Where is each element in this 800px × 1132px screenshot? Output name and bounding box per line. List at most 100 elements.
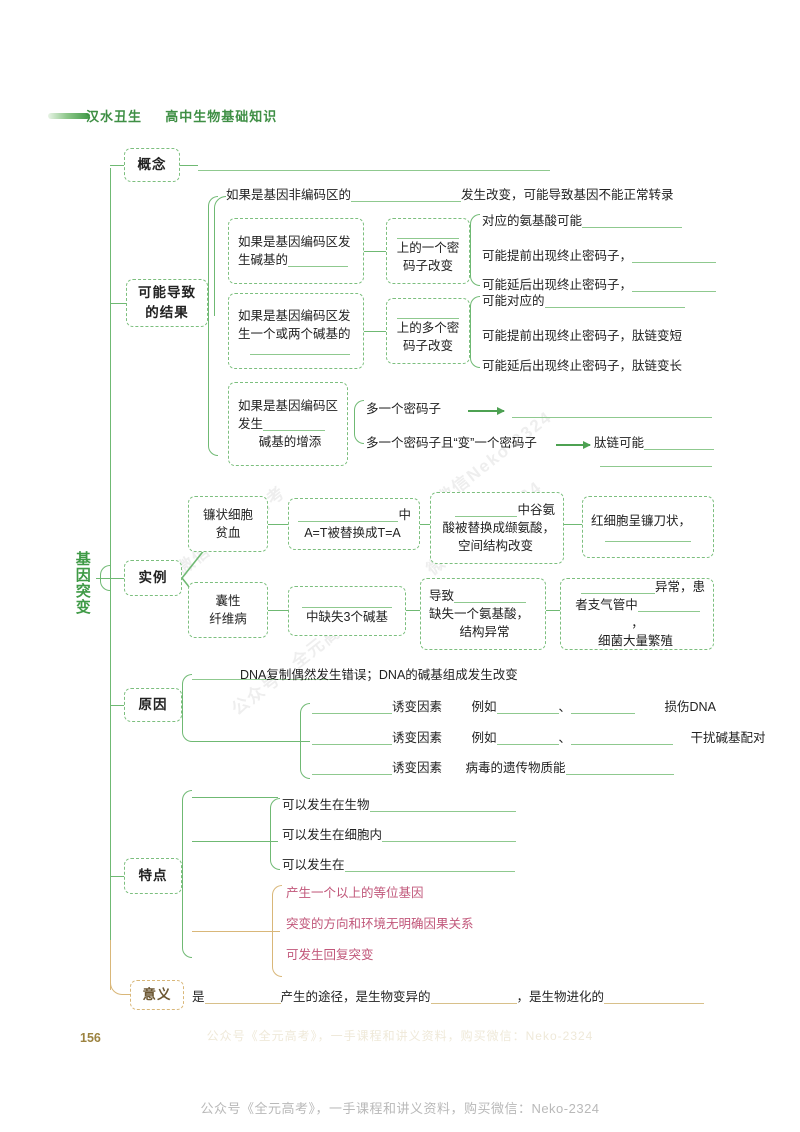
cause-row-2-blank-a[interactable] <box>565 763 674 775</box>
example2-mid-blank[interactable] <box>302 596 392 608</box>
case3-extra-blank[interactable] <box>600 466 712 467</box>
case3-outcome-0-blank[interactable] <box>512 417 712 418</box>
example2-effect[interactable]: 导致 缺失一个氨基酸， 结构异常 <box>420 578 546 650</box>
concept-lead <box>180 165 198 167</box>
results-case2-mid[interactable]: 上的多个密 码子改变 <box>386 298 470 364</box>
features-pink-stem <box>192 931 280 933</box>
case1-outcome-0-blank[interactable] <box>582 216 683 228</box>
results-spine-link <box>110 303 126 305</box>
case1-outcome-brace <box>470 214 480 286</box>
example1-mid-line1: 中 <box>298 506 411 524</box>
case1-outcome-2-blank[interactable] <box>632 280 717 292</box>
results-case3-line2-wrap: 发生 <box>238 415 326 433</box>
cause-row-1-blank-a[interactable] <box>496 733 559 745</box>
feature-pink-2: 可发生回复突变 <box>286 948 374 962</box>
meaning-blank-2[interactable] <box>430 992 517 1004</box>
example1-mid-blank[interactable] <box>298 510 399 522</box>
results-case3-line3: 碱基的增添 <box>258 435 322 450</box>
feature-green-0-text: 可以发生在生物 <box>282 798 370 812</box>
example1-name[interactable]: 镰状细胞 贫血 <box>188 496 268 552</box>
case2-outcome-0-text: 可能对应的 <box>482 294 545 308</box>
example2-effect-blank[interactable] <box>454 591 527 603</box>
meaning-c: ，是生物进化的 <box>516 990 605 1004</box>
results-case2-blank[interactable] <box>250 343 350 356</box>
case2-outcome-0: 可能对应的 <box>482 292 685 311</box>
case3-outcome-0: 多一个密码子 <box>366 402 442 416</box>
results-case1-line1: 如果是基因编码区发 <box>238 234 351 249</box>
results-case1-mid-blank[interactable] <box>397 227 459 239</box>
concept-inline-blank[interactable] <box>351 190 462 202</box>
branch-causes[interactable]: 原因 <box>124 688 182 722</box>
example1-result-blank[interactable] <box>605 530 691 543</box>
cause-row-0-blank-a[interactable] <box>496 702 559 714</box>
example1-link2 <box>420 524 430 526</box>
cause-row-2-blank[interactable] <box>312 763 392 775</box>
features-spine-link <box>110 876 124 878</box>
example2-mid[interactable]: 中缺失3个碱基 <box>288 586 406 636</box>
example2-result-blank-2[interactable] <box>637 600 700 612</box>
case1-outcome-0: 对应的氨基酸可能 <box>482 212 683 231</box>
footer-text: 公众号《全元高考》，一手课程和讲义资料，购买微信：Neko-2324 <box>200 1101 600 1116</box>
example1-name-line2: 贫血 <box>215 526 241 540</box>
results-case1-mid[interactable]: 上的一个密 码子改变 <box>386 218 470 284</box>
case3-arrow-0 <box>468 407 505 414</box>
cause-row-0-blank-b[interactable] <box>571 702 636 714</box>
branch-meaning[interactable]: 意义 <box>130 980 184 1010</box>
example2-result-line2: 者支气管中， <box>570 596 705 632</box>
case2-outcome-brace <box>470 296 480 368</box>
case2-outcome-2: 可能延后出现终止密码子，肽链变长 <box>482 359 683 373</box>
header-subject: 高中生物基础知识 <box>165 109 278 124</box>
example2-effect-line1: 导致 <box>429 587 527 605</box>
cause-row-0-blank[interactable] <box>312 702 392 714</box>
case2-outcome-0-blank[interactable] <box>544 296 685 308</box>
branch-examples-label: 实例 <box>138 570 168 586</box>
results-case3-line2: 发生 <box>238 416 264 431</box>
results-case3-blank[interactable] <box>263 419 326 431</box>
causes-lower-stem <box>192 741 310 743</box>
meaning-blank-3[interactable] <box>604 992 705 1004</box>
branch-results[interactable]: 可能导致 的结果 <box>126 279 208 327</box>
branch-concept[interactable]: 概念 <box>124 148 180 182</box>
results-case1-box[interactable]: 如果是基因编码区发 生碱基的 <box>228 218 364 284</box>
example2-effect-line3: 结构异常 <box>459 625 510 640</box>
example1-link1 <box>268 524 288 526</box>
case1-outcome-1-blank[interactable] <box>632 251 717 263</box>
meaning-blank-1[interactable] <box>204 992 281 1004</box>
cause-row-1-blank[interactable] <box>312 733 392 745</box>
example2-effect-line2: 缺失一个氨基酸， <box>429 606 530 621</box>
results-case2-mid-blank[interactable] <box>397 307 459 319</box>
root-connector <box>96 578 111 580</box>
feature-green-0-blank[interactable] <box>369 800 516 812</box>
example2-result[interactable]: 异常，患 者支气管中， 细菌大量繁殖 <box>560 578 714 650</box>
case1-outcome-2-text: 可能延后出现终止密码子， <box>482 278 633 292</box>
branch-examples[interactable]: 实例 <box>124 560 182 596</box>
example2-effect-line1-text: 导致 <box>429 588 455 603</box>
page-number: 156 <box>80 1031 101 1045</box>
results-case1-blank[interactable] <box>288 255 349 267</box>
example2-result-blank-1[interactable] <box>580 582 655 594</box>
header-dash-icon <box>48 113 90 119</box>
feature-green-1-text: 可以发生在细胞内 <box>282 828 383 842</box>
features-green-stem-bottom <box>192 841 278 843</box>
example1-result[interactable]: 红细胞呈镰刀状， <box>582 496 714 558</box>
causes-top-blank[interactable] <box>192 679 338 680</box>
cause-row-1-blank-b[interactable] <box>571 733 674 745</box>
case3-outcome-1-blank[interactable] <box>644 438 715 450</box>
cause-row-1-factor: 诱变因素 <box>392 731 443 745</box>
feature-green-2-blank[interactable] <box>344 860 515 872</box>
branch-features[interactable]: 特点 <box>124 858 182 894</box>
example2-mid-line2: 中缺失3个碱基 <box>306 609 388 624</box>
example2-name[interactable]: 囊性 纤维病 <box>188 582 268 638</box>
concept-blank[interactable] <box>198 170 550 171</box>
meaning-text: 是产生的途径，是生物变异的，是生物进化的 <box>192 988 705 1007</box>
example1-mid[interactable]: 中 A=T被替换成T=A <box>288 498 420 550</box>
results-case3-box[interactable]: 如果是基因编码区 发生 碱基的增添 <box>228 382 348 466</box>
case3-outcome-1: 多一个密码子且“变”一个密码子 <box>366 436 537 450</box>
example1-name-line1: 镰状细胞 <box>202 507 253 522</box>
causes-brace-inner <box>300 703 310 779</box>
features-spine-brace <box>182 790 192 958</box>
feature-green-1-blank[interactable] <box>382 830 517 842</box>
example1-effect[interactable]: 中谷氨 酸被替换成缬氨酸， 空间结构改变 <box>430 492 564 564</box>
results-case2-box[interactable]: 如果是基因编码区发 生一个或两个碱基的 <box>228 293 364 369</box>
example1-effect-blank[interactable] <box>455 505 518 517</box>
